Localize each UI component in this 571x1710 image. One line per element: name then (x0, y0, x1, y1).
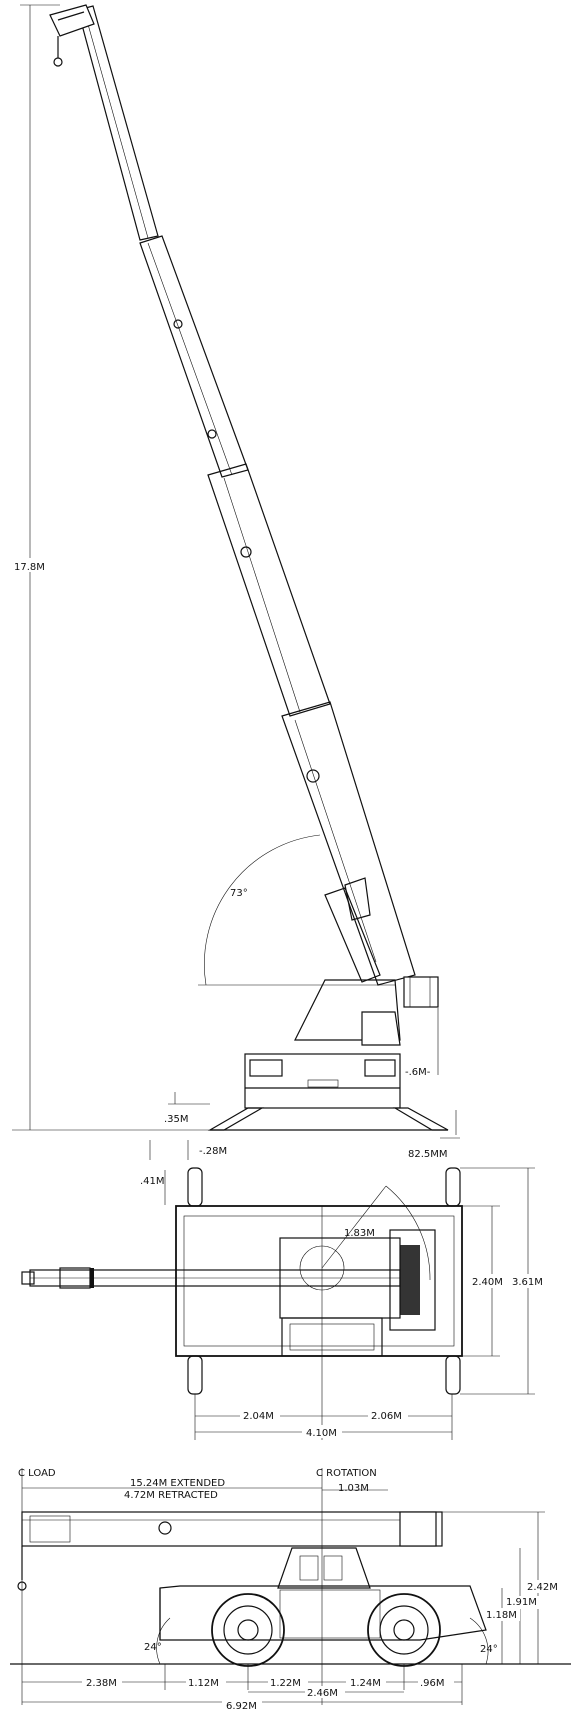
height-label: 17.8M (14, 562, 45, 573)
front-overhang-label: 2.38M (86, 1678, 117, 1689)
width-retracted-label: 2.40M (472, 1277, 503, 1288)
clearance-label: 82.5MM (408, 1149, 448, 1160)
outrigger-depth-label: .41M (140, 1176, 165, 1187)
front-span-label: 2.04M (243, 1411, 274, 1422)
approach-angle-label: 24° (144, 1642, 162, 1653)
carrier-side (207, 976, 449, 1131)
pad-height-label: .35M (164, 1114, 189, 1125)
load-centerline-label: C LOAD (18, 1468, 56, 1479)
departure-angle-label: 24° (480, 1644, 498, 1655)
total-span-label: 4.10M (306, 1428, 337, 1439)
width-extended-label: 3.61M (512, 1277, 543, 1288)
swing-radius-label: 1.83M (344, 1228, 375, 1239)
overall-height-label: 2.42M (527, 1582, 558, 1593)
wheel-front (211, 1593, 285, 1667)
rear-span-label: 2.06M (371, 1411, 402, 1422)
dim-1-label: 1.12M (188, 1678, 219, 1689)
wheel-rear (367, 1593, 441, 1667)
angle-label: 73° (230, 888, 248, 899)
overhang-label: -.6M- (405, 1067, 431, 1078)
rotation-centerline-label: C ROTATION (316, 1468, 377, 1479)
wheelbase-label: 2.46M (307, 1688, 338, 1699)
side-view: 17.8M (12, 4, 460, 1160)
travel-view: C LOAD C ROTATION 15.24M EXTENDED 4.72M … (10, 1468, 571, 1710)
deck-height-label: 1.18M (486, 1610, 517, 1621)
dim-2-label: 1.22M (270, 1678, 301, 1689)
boom (49, 4, 416, 986)
rotation-offset-label: 1.03M (338, 1483, 369, 1494)
boom-retracted-label: 4.72M RETRACTED (124, 1490, 218, 1501)
top-view: -.28M .41M 1.83M 2.40M (21, 1140, 560, 1440)
dim-3-label: 1.24M (350, 1678, 381, 1689)
overall-length-label: 6.92M (226, 1701, 257, 1710)
cab-height-label: 1.91M (506, 1597, 537, 1608)
boom-extended-label: 15.24M EXTENDED (130, 1478, 225, 1489)
rear-overhang-label: .96M (420, 1678, 445, 1689)
outrigger-offset-label: -.28M (199, 1146, 227, 1157)
